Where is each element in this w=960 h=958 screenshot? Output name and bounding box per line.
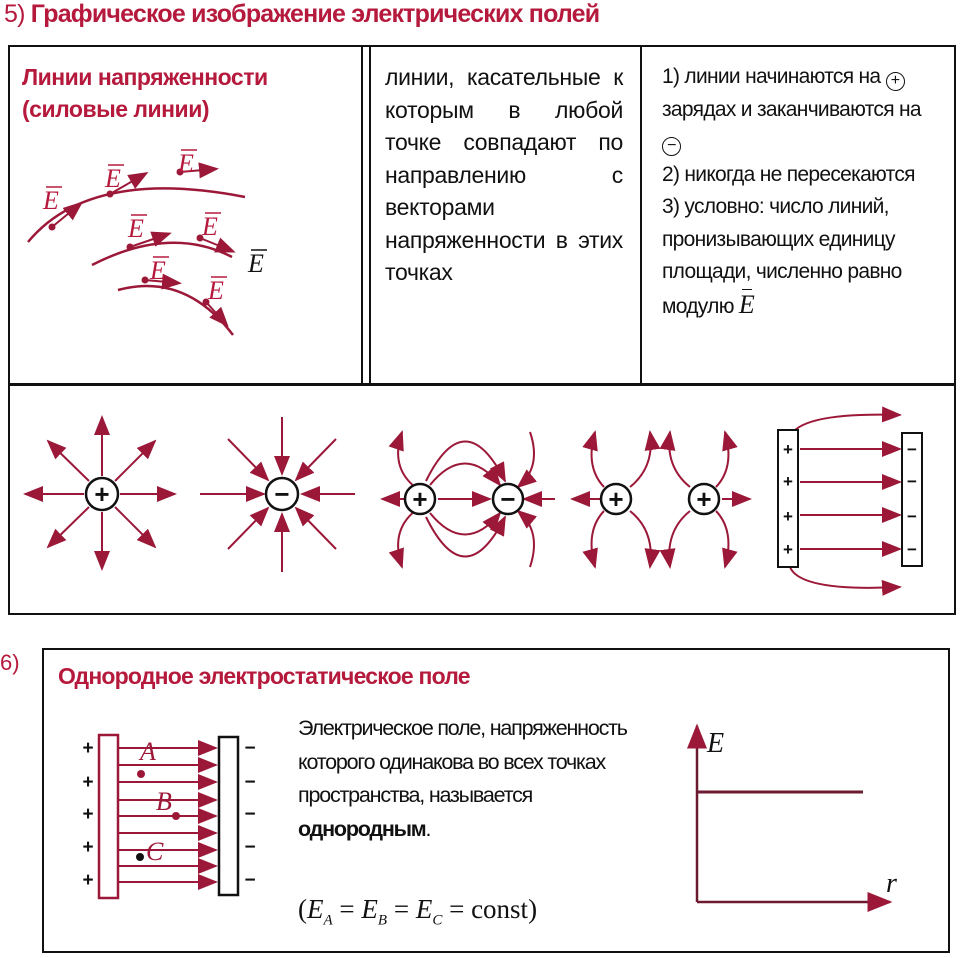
divider [369,47,371,385]
section-5-title: 5) Графическое изображение электрических… [4,0,600,29]
f: A [323,912,333,929]
f: E [361,894,378,924]
negative-charge-field [200,417,355,572]
minus-sign: − [907,540,917,559]
heading-line: Линии напряженности [22,64,268,90]
capacitor-field [789,406,902,596]
minus-sign: − [907,440,917,459]
vector-e-label: E [42,186,59,215]
uniform-field-box [42,648,950,953]
f: ) [528,894,538,924]
property-1: 1) линии начинаются на + зарядах и закан… [662,61,942,159]
plus-sign: + [608,484,623,514]
section-title-text: Графическое изображение электрических по… [30,0,600,28]
section-6-number: 6) [0,650,20,675]
minus-sign: − [907,507,917,526]
vector-e-label: E [177,149,194,178]
like-charges-field [570,430,752,569]
vector-e-label: E [247,249,264,278]
dipole-field [380,430,555,569]
f: const [471,894,529,924]
divider [361,47,363,385]
vector-e-label: E [149,256,166,285]
vector-e-label: E [127,214,144,243]
field-lines-illustration: E E E E E E E E [27,149,267,336]
minus-charge-icon: − [662,137,681,156]
f: B [377,912,388,929]
minus-sign: − [500,484,515,514]
field-lines-definition: линии, касательные к которым в любой точ… [385,64,623,285]
f: = [332,894,362,924]
vector-e-symbol: E [738,289,755,319]
text: Электрическое поле, напряженность которо… [298,716,628,807]
minus-sign: − [907,472,917,491]
heading-line: (силовые линии) [22,96,209,122]
field-lines-table: Линии напряженности (силовые линии) E E … [8,45,956,615]
divider [10,383,954,386]
vector-e-label: E [201,212,218,241]
text: 1) линии начинаются на [662,65,881,88]
plus-charge-icon: + [885,72,905,91]
bold-term: однородным [298,816,427,841]
text: 3) условно: число линий, пронизывающих е… [662,195,902,318]
field-lines-heading: Линии напряженности (силовые линии) [22,61,268,125]
minus-sign: − [274,479,289,509]
vector-e-label: E [207,276,224,305]
section-number: 5) [4,0,25,28]
plus-sign: + [94,479,109,509]
plus-sign: + [783,540,793,559]
f: E [415,894,433,924]
text: . [425,816,432,841]
f: = [442,894,472,924]
plus-sign: + [783,472,793,491]
plus-sign: + [783,440,793,459]
field-lines-properties: 1) линии начинаются на + зарядах и закан… [662,61,942,323]
f: ( [298,894,307,924]
text: зарядах и заканчиваются на [662,97,922,121]
divider [640,47,642,385]
section-6-title: Однородное электростатическое поле [58,663,471,689]
plus-sign: + [412,484,427,514]
f: = [387,894,416,924]
plus-sign: + [783,507,793,526]
positive-charge-field [23,415,177,571]
uniform-field-definition: Электрическое поле, напряженность которо… [298,712,638,846]
property-3: 3) условно: число линий, пронизывающих е… [662,191,942,323]
uniform-field-formula: (EA = EB = EC = const) [298,894,537,929]
f: C [432,912,443,929]
vector-e-label: E [104,164,121,193]
f: E [307,894,324,924]
property-2: 2) никогда не пересекаются [662,162,915,186]
plus-sign: + [696,484,711,514]
